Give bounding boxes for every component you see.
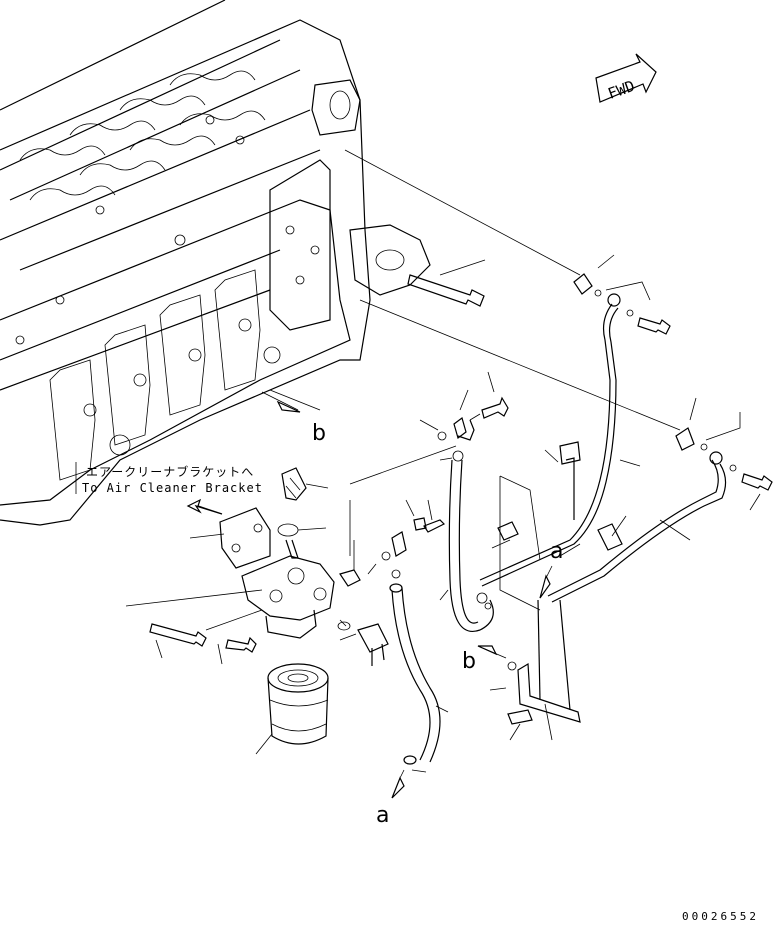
temperature-sender [281, 445, 457, 556]
callout-b-upper: b [261, 391, 326, 446]
center-hose [419, 371, 509, 632]
oil-pressure-sensor [339, 623, 389, 666]
callout-letter-a-lower: a [376, 803, 389, 828]
callout-letter-b-lower: b [462, 649, 476, 674]
note-japanese: エアークリーナブラケットへ [86, 464, 254, 479]
note-english: To Air Cleaner Bracket [82, 481, 263, 495]
lower-oil-tube [547, 397, 773, 603]
oil-filter-cartridge [255, 663, 329, 755]
engine-block [0, 0, 431, 526]
fwd-arrow-icon: FWD [595, 53, 657, 103]
support-bracket [489, 441, 581, 741]
mounting-plate [189, 507, 327, 569]
air-cleaner-note: エアークリーナブラケットへ To Air Cleaner Bracket [75, 462, 263, 495]
document-number: 00026552 [682, 910, 759, 923]
plate-arrow [186, 498, 223, 515]
upper-oil-tube [479, 254, 671, 587]
pipe-clamps [491, 515, 627, 557]
callout-letter-a-upper: a [550, 539, 563, 564]
filter-bolts [125, 589, 263, 665]
block-bolt [407, 274, 485, 307]
drain-hose [367, 499, 449, 773]
callout-letter-b-upper: b [312, 421, 326, 446]
callout-a-upper: a [539, 539, 563, 599]
callout-b-lower: b [462, 645, 507, 674]
callout-a-lower: a [376, 769, 405, 828]
filter-head [241, 540, 361, 639]
fwd-label: FWD [605, 77, 637, 103]
leader-lines [269, 149, 681, 431]
